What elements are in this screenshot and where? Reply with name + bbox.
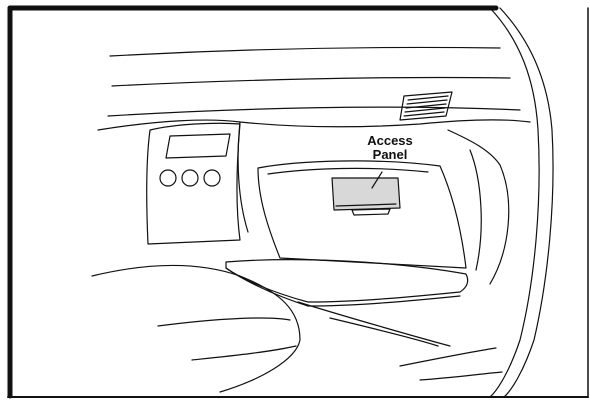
knob-icon xyxy=(204,170,220,186)
knob-icon xyxy=(160,170,176,186)
radio-display xyxy=(166,134,230,158)
access-panel xyxy=(332,172,400,215)
windshield-lines xyxy=(108,47,520,116)
frame xyxy=(8,8,588,397)
center-stack xyxy=(147,123,240,244)
floor-lines xyxy=(298,302,502,380)
knob-icon xyxy=(182,170,198,186)
access-panel-callout: Access Panel xyxy=(350,134,430,162)
right-dash xyxy=(448,130,509,284)
callout-line-1: Access xyxy=(350,134,430,148)
dashboard-contour xyxy=(98,120,530,232)
callout-line-2: Panel xyxy=(350,148,430,162)
a-pillar xyxy=(490,8,553,397)
seat-contour xyxy=(92,266,300,393)
air-vent-icon xyxy=(400,92,452,120)
